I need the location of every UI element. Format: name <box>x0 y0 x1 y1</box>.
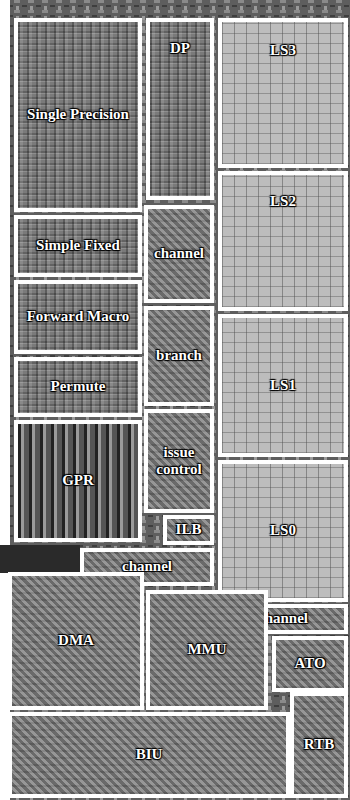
floorplan-block: DMA <box>8 572 144 710</box>
floorplan-block: LS1 <box>218 314 348 457</box>
floorplan-block: LS0 <box>218 460 348 602</box>
block-label: LS2 <box>268 193 298 210</box>
block-label: Forward Macro <box>25 308 132 325</box>
floorplan-block: Permute <box>14 357 142 417</box>
block-label: LS1 <box>268 377 298 394</box>
block-label: DMA <box>56 632 96 649</box>
floorplan-block: DP <box>146 18 214 200</box>
block-label: LS3 <box>268 42 298 59</box>
floorplan-block: LS2 <box>218 171 348 311</box>
floorplan-block: channel <box>144 205 214 303</box>
block-label: channel <box>152 245 206 262</box>
block-label: LS0 <box>268 522 298 539</box>
floorplan-block: ILB <box>163 515 214 545</box>
floorplan-block: MMU <box>146 590 268 710</box>
block-label: Simple Fixed <box>34 237 122 254</box>
block-label: DP <box>168 40 192 57</box>
floorplan-block: LS3 <box>218 18 348 168</box>
floorplan-block: branch <box>144 306 214 406</box>
floorplan-block: BIU <box>8 712 290 798</box>
block-label: Permute <box>49 378 108 395</box>
floorplan-block: Simple Fixed <box>14 215 142 277</box>
block-label: branch <box>154 347 204 364</box>
block-label: GPR <box>60 472 96 489</box>
block-label: RTB <box>302 736 336 753</box>
floorplan-block: RTB <box>290 692 348 798</box>
block-label: issue control <box>148 444 210 479</box>
floorplan-block: GPR <box>14 420 142 542</box>
floorplan-block: Single Precision <box>14 18 142 212</box>
block-label: MMU <box>185 641 228 658</box>
block-label: ATO <box>292 655 327 672</box>
block-label: Single Precision <box>25 106 131 123</box>
block-label: BIU <box>134 746 165 763</box>
floorplan-block: issue control <box>144 409 214 513</box>
block-label: ILB <box>174 521 204 538</box>
floorplan-block: Forward Macro <box>14 280 142 354</box>
floorplan-block: ATO <box>272 636 348 692</box>
